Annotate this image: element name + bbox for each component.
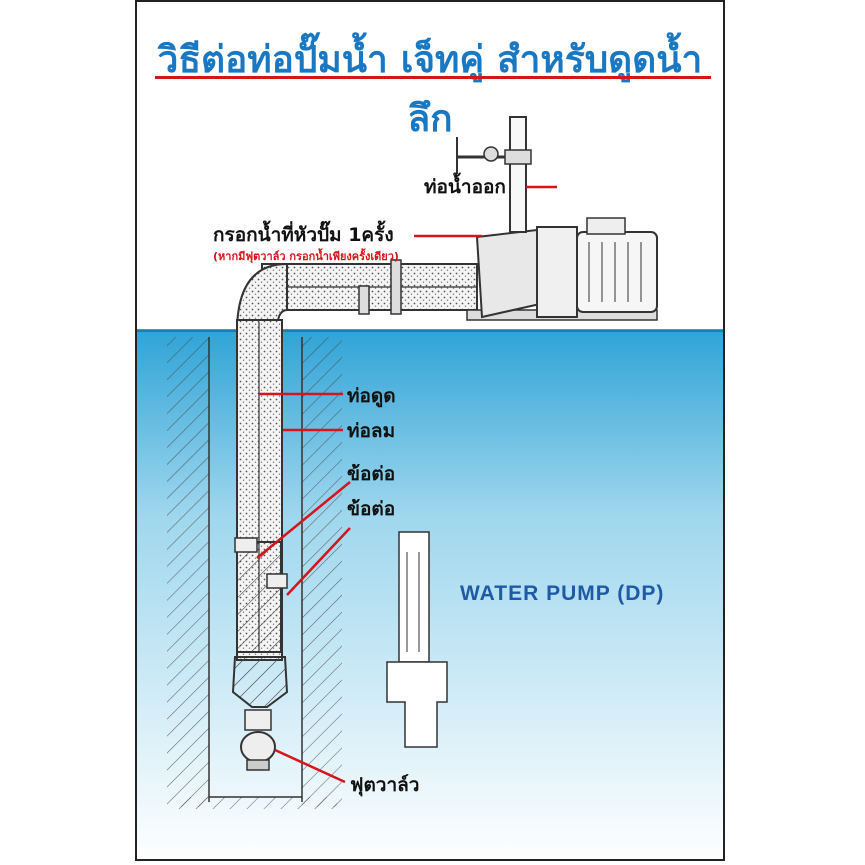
label-prime: กรอกน้ำที่หัวปั๊ม 1ครั้ง <box>213 224 394 246</box>
jet-detail-tube <box>398 531 430 663</box>
leader-lines <box>256 185 557 784</box>
label-suction-pipe: ท่อดูด <box>347 385 396 407</box>
leader-connector-1 <box>256 481 351 559</box>
connector-lower-1 <box>234 537 258 553</box>
jet-detail-body <box>386 661 448 748</box>
label-air-pipe: ท่อลม <box>347 420 396 442</box>
jet-body <box>236 541 282 653</box>
foot-valve-base <box>246 759 270 771</box>
label-outlet-pipe: ท่อน้ำออก <box>424 176 506 198</box>
page-title: วิธีต่อท่อปั๊มน้ำ เจ็ทคู่ สำหรับดูดน้ำลึ… <box>157 38 703 140</box>
label-foot-valve: ฟุตวาล์ว <box>350 774 420 796</box>
outlet-pipe-joint <box>504 149 532 165</box>
leader-connector-2 <box>286 527 351 596</box>
foot-valve-ball <box>240 731 276 763</box>
label-prime-note: (หากมีฟุตวาล์ว กรอกน้ำเพียงครั้งเดียว) <box>213 250 399 263</box>
label-connector-1: ข้อต่อ <box>347 463 396 485</box>
water-background <box>137 329 723 859</box>
coupling-top-1 <box>390 259 402 315</box>
jet-nozzle <box>231 656 289 708</box>
pump-terminal-box <box>586 217 626 235</box>
well-floor <box>177 797 337 809</box>
label-connector-2: ข้อต่อ <box>347 498 396 520</box>
title-underline <box>155 76 711 79</box>
foot-valve-body <box>244 709 272 731</box>
outlet-pipe <box>509 116 527 233</box>
coupling-top-2 <box>358 285 370 315</box>
pump-casing <box>536 226 578 318</box>
leader-foot-valve <box>274 748 346 784</box>
well-wall-left <box>167 337 209 807</box>
brand-label: WATER PUMP (DP) <box>460 582 665 605</box>
connector-lower-2 <box>266 573 288 589</box>
poster-frame: วิธีต่อท่อปั๊มน้ำ เจ็ทคู่ สำหรับดูดน้ำลึ… <box>135 0 725 861</box>
pump-diagram <box>137 116 723 859</box>
valve-handle-icon <box>483 146 499 162</box>
